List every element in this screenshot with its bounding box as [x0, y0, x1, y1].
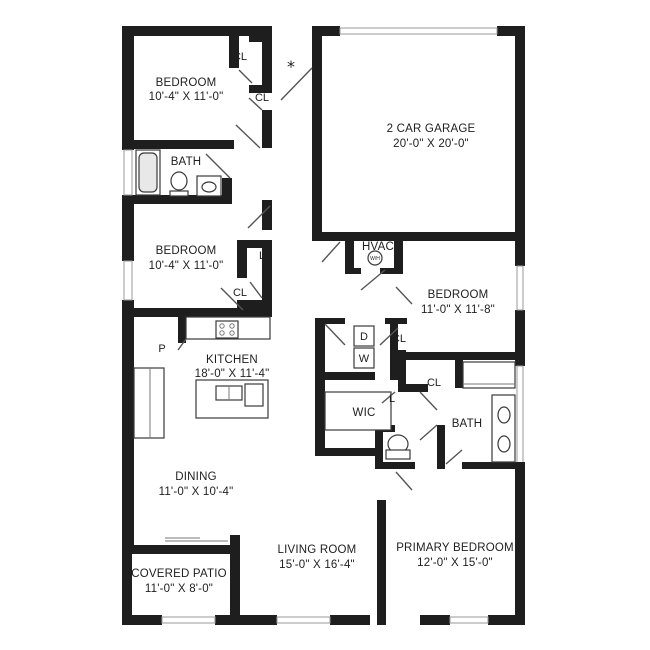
interior-walls: [134, 26, 525, 625]
bedroom-2-size: 10'-4" X 11'-0": [149, 260, 224, 272]
washer-icon: [353, 347, 375, 369]
vanity-icon: [491, 394, 516, 463]
door-swings: [177, 67, 463, 491]
dining-name: DINING: [175, 471, 216, 483]
small-labels: CL CL L CL P D W CL CL L *: [158, 51, 441, 405]
exterior-walls: [122, 26, 525, 625]
bedroom-2-name: BEDROOM: [156, 245, 217, 257]
hvac-name: HVAC: [362, 241, 394, 253]
kitchen-island: [195, 379, 269, 419]
water-heater-icon: [367, 250, 383, 266]
entry-marker: *: [287, 57, 295, 76]
kitchen-size: 18'-0" X 11'-4": [195, 368, 270, 380]
bedroom-3-size: 11'-0" X 11'-8": [421, 304, 495, 316]
linen-label: L: [389, 393, 395, 405]
bath-1-name: BATH: [171, 156, 202, 168]
closet-label: CL: [255, 92, 269, 104]
fixtures: [133, 149, 516, 542]
bath-2-name: BATH: [452, 418, 483, 430]
bedroom-3-name: BEDROOM: [428, 289, 489, 301]
dryer-icon: [353, 325, 375, 347]
living-room-size: 15'-0" X 16'-4": [279, 559, 355, 571]
bedroom-1-name: BEDROOM: [156, 77, 217, 89]
linen-label: L: [259, 250, 265, 262]
toilet-icon: [169, 171, 189, 197]
garage-size: 20'-0" X 20'-0": [393, 138, 469, 150]
room-labels: BEDROOM 10'-4" X 11'-0" BATH BEDROOM 10'…: [131, 77, 514, 595]
primary-bedroom-name: PRIMARY BEDROOM: [396, 542, 514, 554]
closet-label: CL: [392, 333, 406, 345]
water-heater-label: W/H: [370, 256, 380, 262]
covered-patio-size: 11'-0" X 8'-0": [145, 583, 213, 595]
garage-name: 2 CAR GARAGE: [387, 123, 476, 135]
pantry-label: P: [158, 343, 165, 355]
sink-icon: [196, 175, 222, 197]
covered-patio-name: COVERED PATIO: [131, 568, 226, 580]
dining-size: 11'-0" X 10'-4": [159, 486, 234, 498]
wic-shelf: [324, 391, 392, 431]
living-room-name: LIVING ROOM: [278, 544, 357, 556]
bedroom-1-size: 10'-4" X 11'-0": [149, 91, 224, 103]
bathtub-icon: [135, 149, 161, 196]
toilet-icon: [385, 434, 411, 460]
refrigerator: [133, 367, 165, 439]
closet-label: CL: [427, 377, 441, 389]
primary-bedroom-size: 12'-0" X 15'-0": [417, 557, 493, 569]
closet-label: CL: [233, 51, 247, 63]
washer-label: W: [359, 353, 370, 365]
kitchen-counter: [185, 316, 271, 340]
wic-name: WIC: [353, 407, 376, 419]
closet-label: CL: [233, 287, 247, 299]
dryer-label: D: [360, 331, 368, 343]
kitchen-name: KITCHEN: [206, 354, 258, 366]
